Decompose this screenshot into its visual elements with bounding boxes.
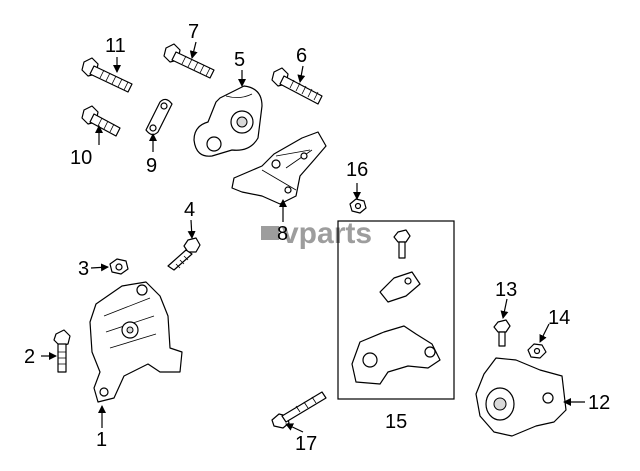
callout-15: 15 bbox=[385, 411, 407, 433]
callout-labels: 11 10 7 5 6 9 8 16 4 3 2 1 15 13 14 12 1… bbox=[24, 21, 610, 455]
callout-4: 4 bbox=[184, 199, 195, 221]
mount-part-5 bbox=[193, 85, 263, 157]
callout-10: 10 bbox=[70, 147, 92, 169]
bolt-part-7 bbox=[163, 43, 215, 79]
callout-5: 5 bbox=[234, 49, 245, 71]
bolt-part-10 bbox=[81, 105, 121, 137]
nut-part-14 bbox=[527, 343, 547, 359]
bracket-part-9 bbox=[145, 98, 173, 136]
nut-part-3 bbox=[109, 258, 129, 275]
bolt-part-2 bbox=[53, 329, 71, 373]
watermark: vparts bbox=[261, 217, 372, 250]
callout-9: 9 bbox=[146, 155, 157, 177]
callout-6: 6 bbox=[296, 45, 307, 67]
watermark-text: vparts bbox=[282, 217, 372, 250]
bolt-part-11 bbox=[81, 57, 133, 93]
callout-2: 2 bbox=[24, 346, 35, 368]
callout-12: 12 bbox=[588, 392, 610, 414]
callout-1: 1 bbox=[96, 429, 107, 451]
bolt-part-6 bbox=[271, 67, 323, 105]
mount-part-12 bbox=[475, 357, 567, 437]
callout-7: 7 bbox=[188, 21, 199, 43]
bolt-part-17 bbox=[271, 391, 327, 429]
callout-13: 13 bbox=[495, 279, 517, 301]
callout-11: 11 bbox=[105, 35, 126, 57]
nut-part-16 bbox=[349, 198, 367, 214]
callout-8: 8 bbox=[277, 223, 288, 245]
bracket-part-8 bbox=[231, 131, 327, 205]
callout-14: 14 bbox=[548, 307, 570, 329]
bolt-part-4 bbox=[167, 237, 201, 271]
callout-16: 16 bbox=[346, 159, 368, 181]
mount-part-1 bbox=[89, 281, 183, 403]
bolt-part-13 bbox=[493, 319, 511, 347]
kit-box-part-15 bbox=[337, 220, 455, 400]
callout-17: 17 bbox=[295, 433, 317, 455]
leader-lines bbox=[41, 41, 585, 433]
kit-contents-part-15 bbox=[351, 229, 441, 385]
callout-3: 3 bbox=[78, 258, 89, 280]
